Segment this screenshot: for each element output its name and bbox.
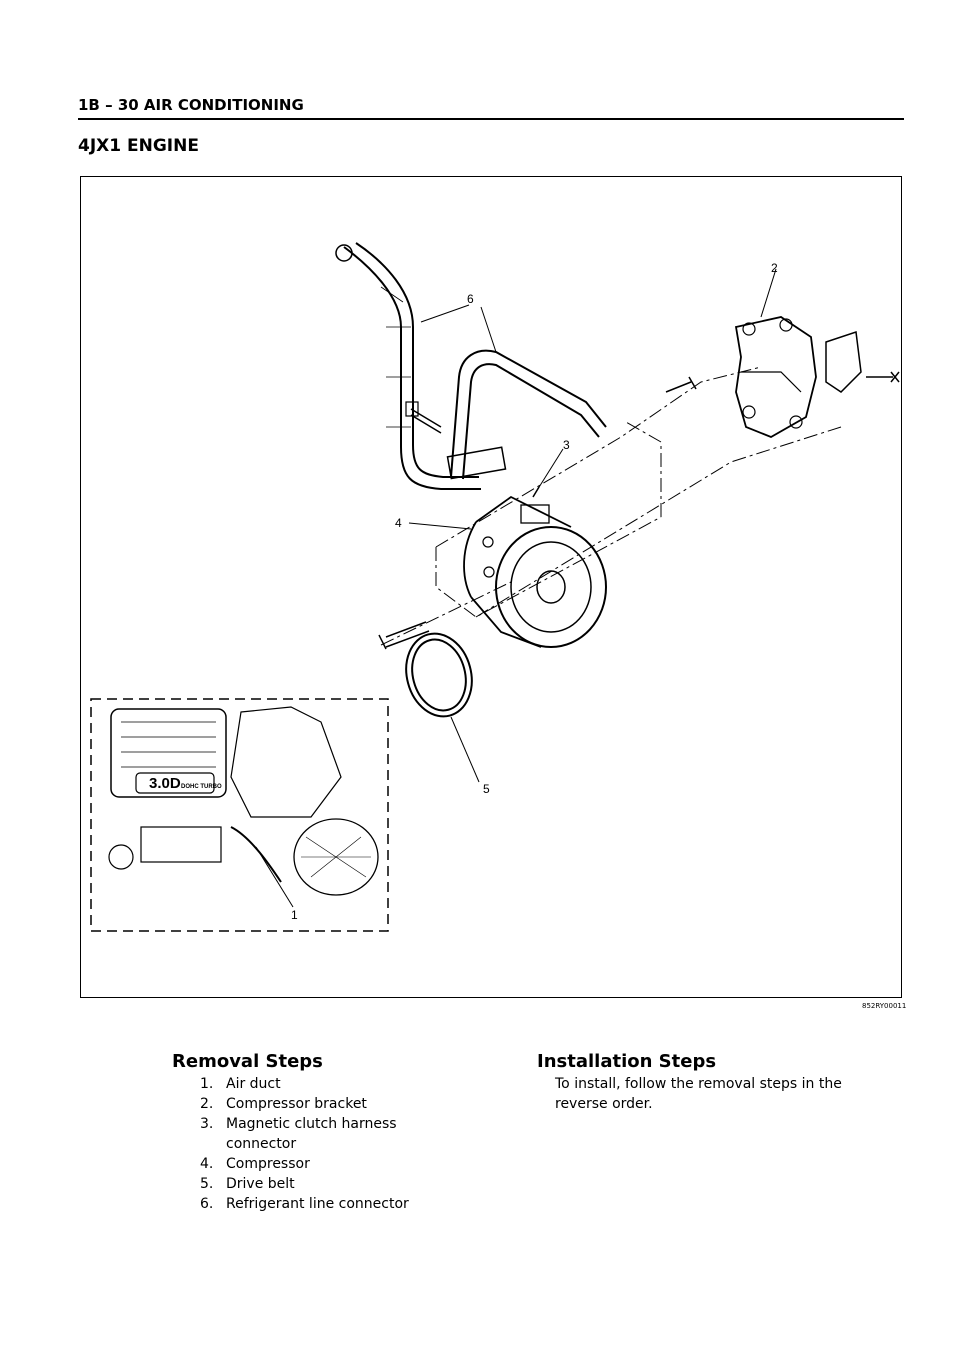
- list-item: 1. Air duct: [172, 1074, 472, 1094]
- removal-list: 1. Air duct 2. Compressor bracket 3. Magnet…: [172, 1074, 472, 1214]
- bolt-lower: [378, 621, 430, 650]
- page-header: 1B – 30 AIR CONDITIONING: [78, 92, 904, 120]
- step-text: Air duct: [226, 1076, 281, 1092]
- exploded-diagram: 2 6 3 4 5 1 3.0D DOHC TURBO: [80, 176, 902, 998]
- removal-steps: Removal Steps 1. Air duct 2. Compressor br…: [172, 1050, 472, 1214]
- removal-title: Removal Steps: [172, 1051, 323, 1072]
- step-text: Drive belt: [226, 1176, 295, 1192]
- engine-badge: 3.0D: [149, 775, 181, 792]
- step-number: 3.: [200, 1116, 214, 1132]
- engine-bay-inset: [90, 698, 389, 932]
- refrigerant-lines: [335, 242, 607, 490]
- callout-3: 3: [563, 438, 570, 452]
- drive-belt: [405, 632, 473, 718]
- list-item: 5. Drive belt: [172, 1174, 472, 1194]
- list-item: 3. Magnetic clutch harness connector: [172, 1114, 436, 1154]
- section-title: 4JX1 ENGINE: [78, 136, 199, 156]
- callout-5: 5: [483, 782, 490, 796]
- step-number: 1.: [200, 1076, 214, 1092]
- callout-1: 1: [291, 908, 298, 922]
- engine-badge-sub: DOHC TURBO: [181, 784, 222, 790]
- compressor-bracket: [665, 316, 900, 438]
- list-item: 2. Compressor bracket: [172, 1094, 472, 1114]
- step-number: 6.: [200, 1196, 214, 1212]
- step-number: 2.: [200, 1096, 214, 1112]
- step-text: Compressor bracket: [226, 1096, 367, 1112]
- step-text: Refrigerant line connector: [226, 1196, 409, 1212]
- compressor: [463, 486, 607, 648]
- step-number: 4.: [200, 1156, 214, 1172]
- installation-text: To install, follow the removal steps in …: [555, 1076, 842, 1112]
- diagram-drawing: 2 6 3 4 5 1 3.0D DOHC TURBO: [90, 242, 900, 932]
- leader-lines: [255, 268, 777, 908]
- phantom-lines: [380, 366, 842, 646]
- header-text: 1B – 30 AIR CONDITIONING: [78, 96, 304, 114]
- step-text: Compressor: [226, 1156, 310, 1172]
- list-item: 6. Refrigerant line connector: [172, 1194, 472, 1214]
- list-item: 4. Compressor: [172, 1154, 472, 1174]
- installation-title: Installation Steps: [537, 1051, 717, 1072]
- step-number: 5.: [200, 1176, 214, 1192]
- step-text: Magnetic clutch harness connector: [226, 1116, 397, 1152]
- installation-steps: Installation Steps To install, follow th…: [537, 1050, 877, 1114]
- callout-2: 2: [771, 261, 778, 275]
- callout-4: 4: [395, 516, 402, 530]
- callout-6: 6: [467, 292, 474, 306]
- figure-id: 852RY00011: [862, 1002, 907, 1010]
